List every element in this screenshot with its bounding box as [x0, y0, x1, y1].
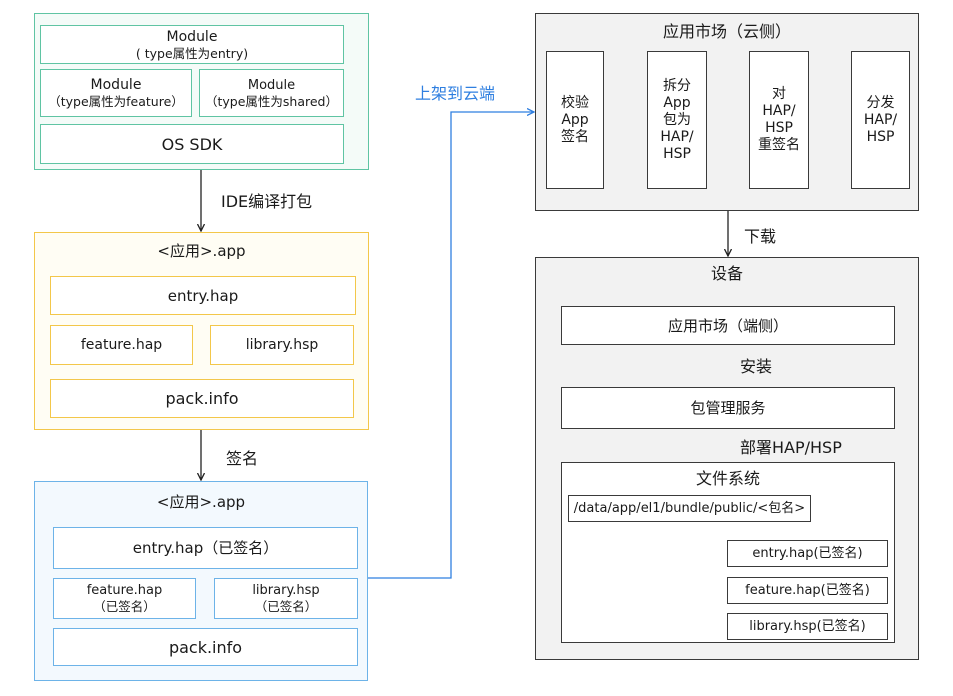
device-market-box: 应用市场（端侧）: [561, 306, 895, 345]
bundle-path-box: /data/app/el1/bundle/public/<包名>: [568, 495, 811, 522]
library-hsp-box: library.hsp: [210, 325, 354, 365]
feature-hap-label: feature.hap: [80, 336, 163, 353]
library-hsp-signed-sub: （已签名）: [254, 599, 318, 614]
module-shared-sub: （type属性为shared）: [204, 93, 338, 109]
pack-info-signed-label: pack.info: [168, 637, 243, 657]
file-library-label: library.hsp(已签名): [749, 618, 866, 634]
step-compile-label: IDE编译打包: [221, 192, 313, 211]
feature-hap-signed-box: feature.hap （已签名）: [53, 578, 196, 619]
cloud-step-line: HSP: [765, 120, 793, 136]
module-shared-title: Module: [247, 77, 296, 93]
cloud-step-line: 签名: [561, 128, 589, 145]
bundle-service-box: 包管理服务: [561, 387, 895, 429]
cloud-market-title: 应用市场（云侧）: [662, 22, 791, 41]
file-entry-label: entry.hap(已签名): [752, 545, 863, 561]
module-feature-sub: （type属性为feature）: [48, 94, 184, 109]
entry-hap-signed-label: entry.hap（已签名）: [132, 539, 279, 557]
module-entry-title: Module: [166, 28, 218, 45]
entry-hap-box: entry.hap: [50, 276, 356, 315]
device-title: 设备: [710, 264, 743, 283]
step-install-label: 安装: [740, 357, 773, 376]
feature-hap-box: feature.hap: [50, 325, 193, 365]
cloud-step-line: 校验: [561, 94, 589, 111]
file-feature-label: feature.hap(已签名): [745, 582, 870, 598]
cloud-step-line: HAP/: [863, 111, 898, 128]
file-library-box: library.hsp(已签名): [727, 613, 888, 640]
module-shared-box: Module （type属性为shared）: [199, 69, 344, 117]
cloud-step-line: 对: [772, 86, 786, 102]
step-publish-label: 上架到云端: [415, 84, 496, 103]
library-hsp-signed-label: library.hsp: [252, 583, 320, 598]
library-hsp-signed-box: library.hsp （已签名）: [214, 578, 358, 619]
cloud-step-line: HAP/: [660, 128, 694, 145]
pack-info-label: pack.info: [165, 389, 239, 408]
entry-hap-signed-box: entry.hap（已签名）: [53, 527, 358, 569]
cloud-step-line: 分发: [866, 94, 895, 111]
module-feature-title: Module: [90, 77, 142, 93]
device-market-label: 应用市场（端侧）: [667, 316, 788, 335]
module-entry-sub: ( type属性为entry): [135, 45, 249, 61]
os-sdk-box: OS SDK: [40, 124, 344, 164]
arrow-publish: [368, 112, 534, 579]
cloud-step-line: HSP: [866, 128, 895, 145]
cloud-step-line: 包为: [663, 111, 691, 128]
cloud-step-line: 拆分: [663, 77, 691, 94]
step-deploy-label: 部署HAP/HSP: [740, 438, 842, 457]
filesystem-title: 文件系统: [695, 469, 760, 488]
feature-hap-signed-sub: （已签名）: [93, 599, 156, 614]
app-signed-title: <应用>.app: [156, 493, 246, 511]
pack-info-signed-box: pack.info: [53, 628, 358, 666]
entry-hap-label: entry.hap: [167, 286, 239, 305]
pack-info-box: pack.info: [50, 379, 354, 418]
bundle-path-label: /data/app/el1/bundle/public/<包名>: [573, 500, 806, 516]
os-sdk-label: OS SDK: [161, 134, 223, 154]
library-hsp-label: library.hsp: [245, 336, 319, 353]
file-feature-box: feature.hap(已签名): [727, 577, 888, 604]
feature-hap-signed-label: feature.hap: [86, 583, 163, 598]
module-feature-box: Module （type属性为feature）: [40, 69, 192, 117]
cloud-step-line: App: [663, 94, 691, 111]
file-entry-box: entry.hap(已签名): [727, 540, 888, 567]
step-download-label: 下载: [744, 227, 777, 246]
cloud-step-line: HSP: [663, 145, 691, 162]
app-unsigned-title: <应用>.app: [157, 242, 246, 260]
cloud-step-line: 重签名: [758, 137, 800, 153]
step-sign-label: 签名: [226, 449, 259, 468]
bundle-service-label: 包管理服务: [690, 399, 766, 417]
cloud-step-line: App: [561, 111, 589, 128]
cloud-step-line: HAP/: [762, 103, 796, 119]
module-entry-box: Module ( type属性为entry): [40, 25, 344, 64]
